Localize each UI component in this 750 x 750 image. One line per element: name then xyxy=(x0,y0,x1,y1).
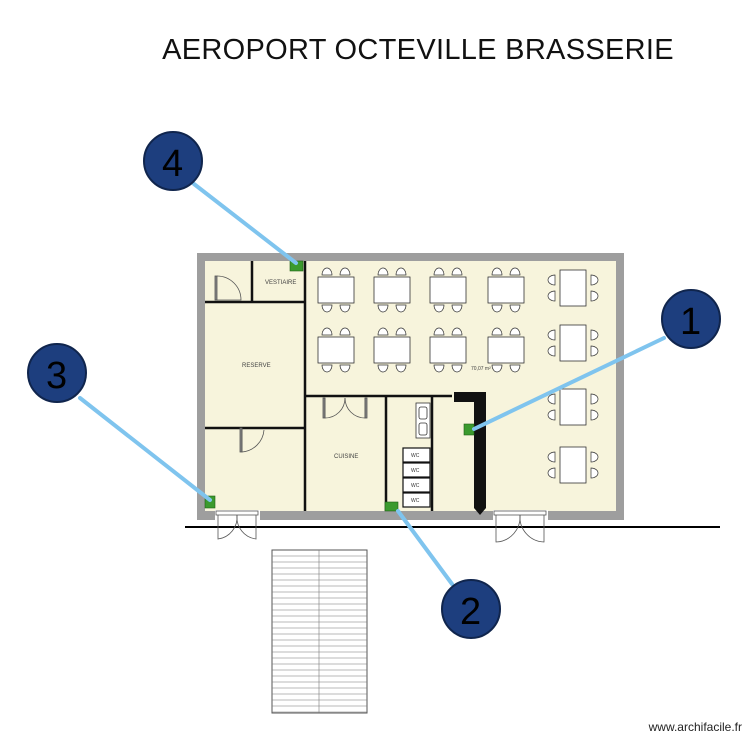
interior-walls xyxy=(205,261,452,511)
wc-stall xyxy=(402,477,431,493)
bar-counter xyxy=(454,392,486,515)
dining-table xyxy=(487,327,525,373)
kitchen-sink xyxy=(415,402,431,439)
plan-title: AEROPORT OCTEVILLE BRASSERIE xyxy=(162,34,674,66)
dining-table xyxy=(317,267,355,313)
wc-label: WC xyxy=(411,498,420,504)
wc-label: WC xyxy=(411,483,420,489)
exterior-stairs xyxy=(271,549,368,714)
room-label-vestiaire: VESTIAIRE xyxy=(265,280,296,286)
svg-text:1: 1 xyxy=(680,301,701,343)
room-label-reserve: RESERVE xyxy=(242,363,271,369)
watermark: www.archifacile.fr xyxy=(648,720,742,734)
svg-text:4: 4 xyxy=(162,143,183,185)
interior-doors xyxy=(214,275,368,453)
wc-stall xyxy=(402,462,431,478)
wc-stall xyxy=(402,447,431,463)
wc-stall xyxy=(402,492,431,508)
dining-table xyxy=(487,267,525,313)
dining-table xyxy=(547,446,599,484)
camera-2 xyxy=(384,501,399,512)
marker-2: 2 xyxy=(441,579,501,639)
marker-4: 4 xyxy=(143,131,203,191)
marker-1: 1 xyxy=(661,289,721,349)
svg-text:3: 3 xyxy=(46,355,67,397)
room-label-cuisine: CUISINE xyxy=(334,454,358,460)
exterior-doors xyxy=(215,510,547,543)
svg-text:2: 2 xyxy=(460,591,481,633)
dining-table xyxy=(429,267,467,313)
room-area-label: 70,07 m² xyxy=(471,366,491,372)
dining-table xyxy=(317,327,355,373)
dining-table xyxy=(547,388,599,426)
wc-label: WC xyxy=(411,453,420,459)
wc-label: WC xyxy=(411,468,420,474)
dining-table xyxy=(373,267,411,313)
dining-table xyxy=(547,324,599,362)
dining-table xyxy=(547,269,599,307)
leader-lines xyxy=(78,182,666,586)
dining-table xyxy=(373,327,411,373)
dining-tables xyxy=(317,267,599,484)
marker-3: 3 xyxy=(27,343,87,403)
wc-stalls: WC WC WC WC xyxy=(402,447,431,508)
dining-table xyxy=(429,327,467,373)
